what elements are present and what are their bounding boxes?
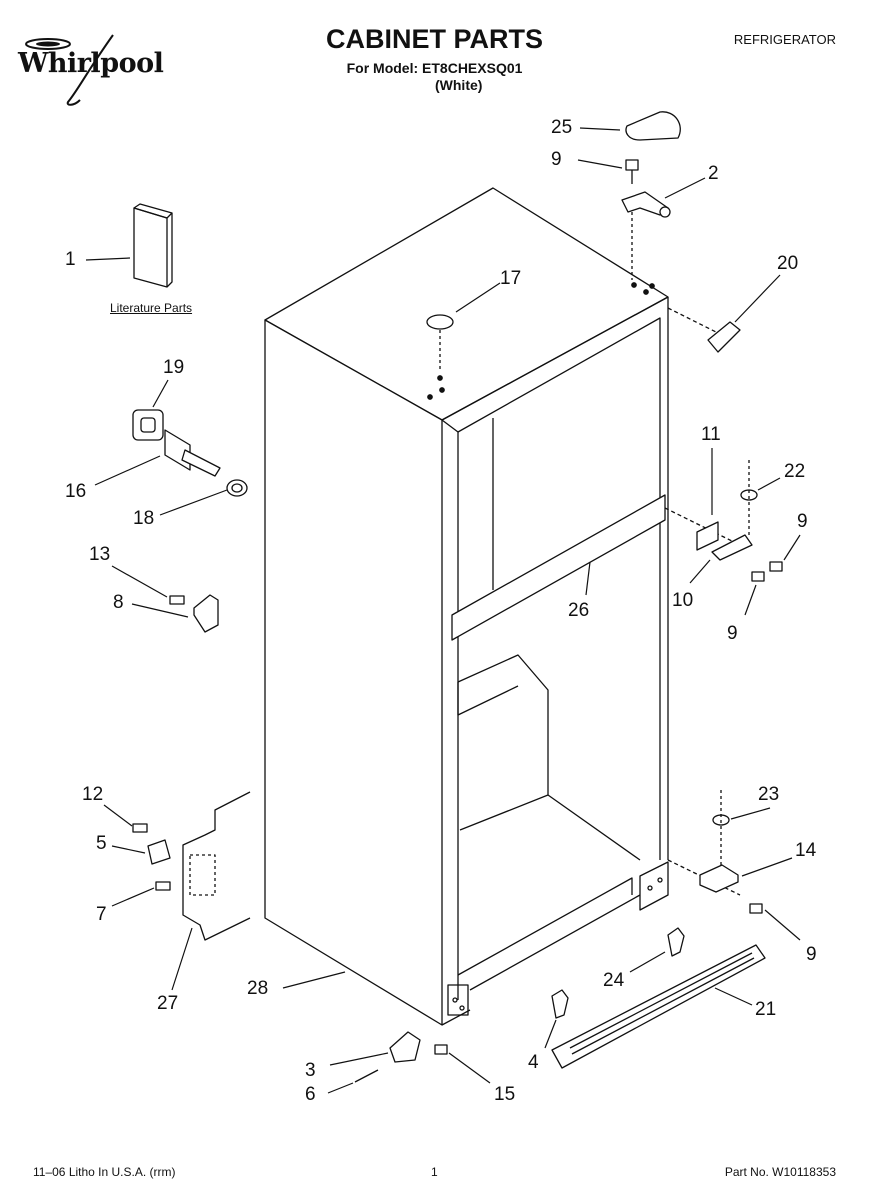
model-color: (White) [435,77,483,93]
callout-19: 19 [163,357,185,378]
callout-15: 15 [494,1084,516,1105]
callout-4: 4 [528,1052,539,1073]
bracket-parts-8-13 [169,594,219,633]
water-valve-assembly [132,409,248,497]
clip-part-4 [551,989,569,1019]
page-title: CABINET PARTS [325,24,543,54]
callout-27: 27 [157,993,179,1014]
mid-hinge-assembly [664,460,783,582]
litho-note: 11–06 Litho In U.S.A. (rrm) [33,1165,176,1179]
callout-9-lower: 9 [727,623,738,644]
callout-8: 8 [113,592,124,613]
callout-22: 22 [784,461,806,482]
plug-part-17 [426,314,454,372]
cabinet-part-28 [264,187,669,1026]
callout-21: 21 [755,999,777,1020]
page-number: 1 [431,1165,438,1179]
hinge-cover-part-25 [625,111,681,141]
callout-1: 1 [65,249,76,270]
left-side-hardware [132,791,251,941]
callout-20: 20 [777,253,799,274]
brand-name: Whirlpool [18,48,164,79]
callout-26: 26 [568,600,590,621]
callout-2: 2 [708,163,719,184]
callout-leader-lines [85,127,801,1094]
callout-18: 18 [133,508,155,529]
logo-swirl-icon [25,34,114,106]
callout-6: 6 [305,1084,316,1105]
model-line: For Model: ET8CHEXSQ01 [346,60,523,76]
callout-12: 12 [82,784,104,805]
top-hinge-part-2 [621,191,671,280]
literature-parts-label: Literature Parts [110,301,193,315]
hinge-pin-part-20 [667,307,741,353]
callout-3: 3 [305,1060,316,1081]
clip-part-24 [667,927,685,957]
callout-25: 25 [551,117,573,138]
callout-16: 16 [65,481,87,502]
callout-13: 13 [89,544,111,565]
callout-17: 17 [500,268,522,289]
callout-9-top: 9 [551,149,562,170]
callout-24: 24 [603,970,625,991]
screw-part-9-top [625,159,639,184]
toe-grille-part-21 [551,944,766,1069]
whirlpool-logo: Whirlpool [18,30,178,110]
callout-10: 10 [672,590,694,611]
callout-5: 5 [96,833,107,854]
callout-28: 28 [247,978,269,999]
callout-11: 11 [701,424,721,445]
leveling-parts-3-6-15 [354,1031,448,1083]
literature-book-part-1 [133,203,173,288]
bottom-hinge-assembly [667,790,763,914]
callout-14: 14 [795,840,817,861]
part-number: Part No. W10118353 [724,1165,836,1179]
callout-23: 23 [758,784,780,805]
callout-9-bottom: 9 [806,944,817,965]
category-label: REFRIGERATOR [733,32,836,47]
callout-7: 7 [96,904,107,925]
callout-9-mid: 9 [797,511,808,532]
